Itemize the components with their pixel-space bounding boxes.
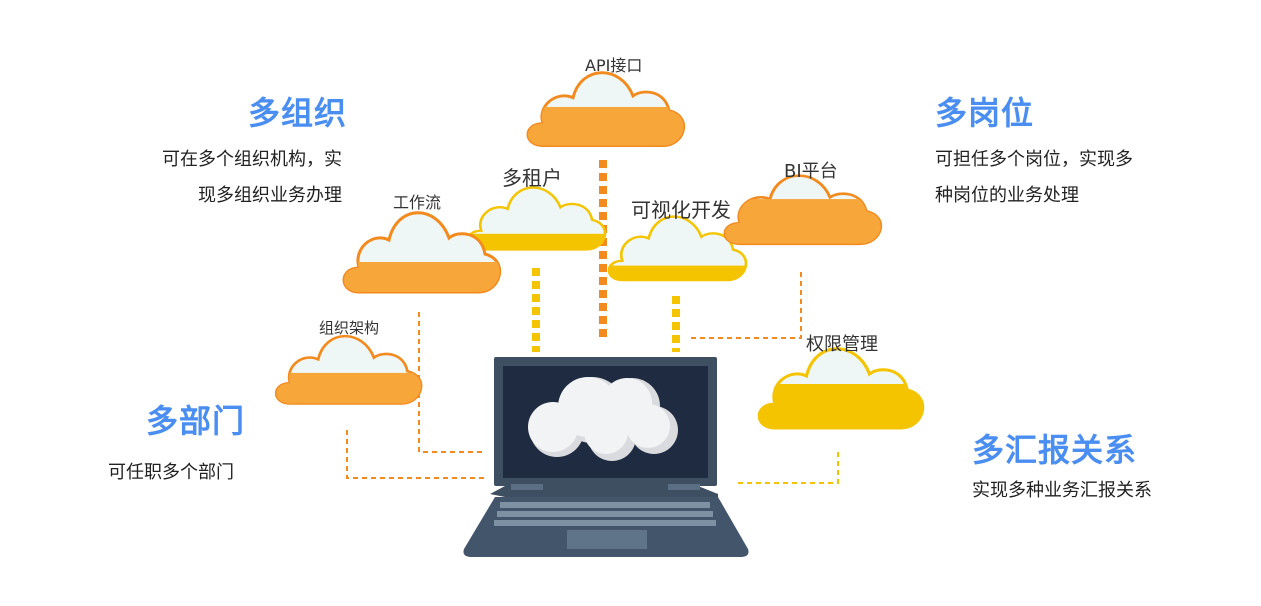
feature-desc-multi-post-line2: 种岗位的业务处理 (935, 185, 1079, 206)
cloud-bi (723, 174, 883, 246)
cloud-label-permission: 权限管理 (806, 334, 878, 355)
laptop-icon (463, 357, 749, 557)
cloud-workflow (342, 211, 502, 294)
feature-desc-multi-post: 可担任多个岗位，实现多 种岗位的业务处理 (935, 142, 1133, 214)
feature-desc-multi-org: 可在多个组织机构，实 现多组织业务办理 (162, 142, 342, 214)
connector-permission (735, 452, 839, 484)
feature-desc-multi-post-line1: 可担任多个岗位，实现多 (935, 149, 1133, 170)
connector-org-structure (346, 430, 486, 479)
cloud-permission (757, 347, 925, 430)
feature-title-multi-dept: 多部门 (146, 402, 246, 440)
feature-desc-multi-org-line2: 现多组织业务办理 (198, 185, 342, 206)
cloud-label-workflow: 工作流 (393, 193, 442, 212)
feature-title-multi-post: 多岗位 (935, 94, 1035, 132)
feature-title-multi-report: 多汇报关系 (972, 431, 1138, 469)
screen-cloud-icon (528, 377, 678, 461)
cloud-label-bi: BI平台 (784, 161, 838, 182)
cloud-visual-dev (607, 215, 748, 282)
cloud-label-visual-dev: 可视化开发 (631, 198, 731, 222)
cloud-org-structure (274, 334, 423, 405)
feature-desc-multi-dept: 可任职多个部门 (108, 462, 234, 483)
cloud-api (526, 71, 686, 148)
connector-lines (346, 160, 839, 484)
keyboard (494, 502, 716, 526)
cloud-label-api: API接口 (585, 56, 643, 75)
cloud-label-org-structure: 组织架构 (319, 319, 380, 337)
connector-workflow (418, 312, 486, 453)
feature-title-multi-org: 多组织 (248, 94, 348, 132)
touchpad (567, 530, 647, 549)
feature-desc-multi-report: 实现多种业务汇报关系 (972, 480, 1152, 501)
cloud-tenant (466, 186, 607, 251)
connector-bi (690, 272, 802, 339)
cloud-label-tenant: 多租户 (502, 166, 562, 190)
feature-desc-multi-org-line1: 可在多个组织机构，实 (162, 149, 342, 170)
